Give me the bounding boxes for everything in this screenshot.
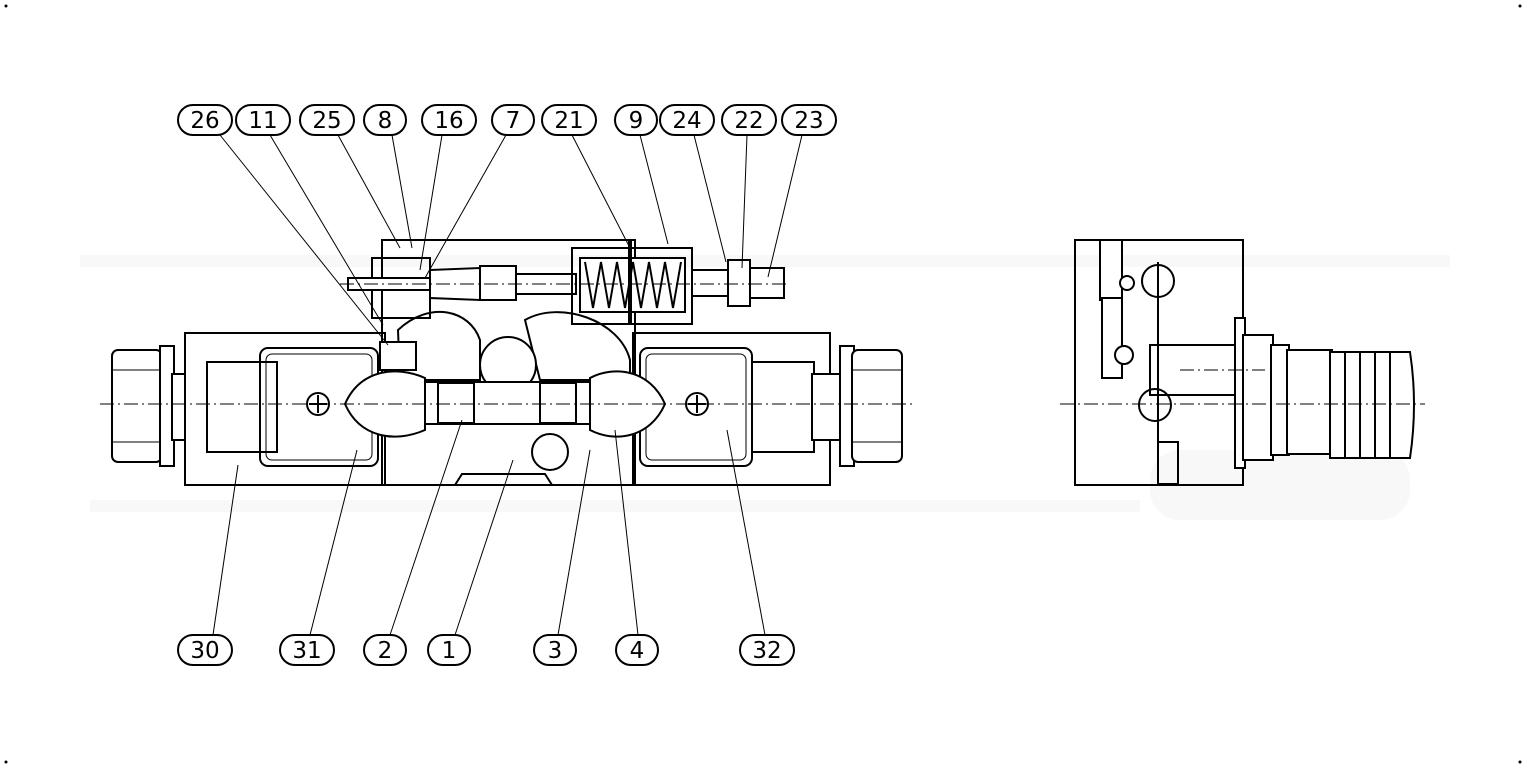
connector-ribs — [1344, 352, 1391, 458]
svg-text:32: 32 — [752, 638, 781, 664]
svg-text:1: 1 — [442, 638, 457, 664]
callout-24: 24 — [659, 104, 715, 136]
svg-text:2: 2 — [378, 638, 393, 664]
corner-marks — [4, 4, 1522, 764]
svg-text:30: 30 — [190, 638, 219, 664]
svg-text:22: 22 — [734, 108, 763, 134]
callout-9: 9 — [614, 104, 658, 136]
valve-side-view — [1060, 239, 1425, 486]
callout-26: 26 — [177, 104, 233, 136]
svg-text:3: 3 — [548, 638, 563, 664]
callout-16: 16 — [421, 104, 477, 136]
callout-32: 32 — [739, 634, 795, 666]
callout-2: 2 — [363, 634, 407, 666]
svg-text:9: 9 — [629, 108, 644, 134]
spring — [584, 261, 682, 309]
svg-text:26: 26 — [190, 108, 219, 134]
svg-text:11: 11 — [248, 108, 277, 134]
callout-3: 3 — [533, 634, 577, 666]
svg-text:8: 8 — [378, 108, 393, 134]
svg-text:7: 7 — [506, 108, 521, 134]
svg-text:4: 4 — [630, 638, 645, 664]
watermark — [80, 255, 1450, 520]
svg-text:25: 25 — [312, 108, 341, 134]
svg-text:31: 31 — [292, 638, 321, 664]
callout-11: 11 — [235, 104, 291, 136]
callout-8: 8 — [363, 104, 407, 136]
callout-23: 23 — [781, 104, 837, 136]
callout-4: 4 — [615, 634, 659, 666]
svg-text:16: 16 — [434, 108, 463, 134]
svg-text:24: 24 — [672, 108, 701, 134]
part-callouts-top: 26 11 25 8 16 7 21 9 24 22 23 — [177, 104, 837, 136]
svg-text:23: 23 — [794, 108, 823, 134]
valve-section-view — [100, 239, 915, 486]
svg-text:21: 21 — [554, 108, 583, 134]
callout-22: 22 — [721, 104, 777, 136]
callout-30: 30 — [177, 634, 233, 666]
leader-lines — [212, 134, 803, 636]
callout-7: 7 — [491, 104, 535, 136]
callout-21: 21 — [541, 104, 597, 136]
callout-31: 31 — [279, 634, 335, 666]
part-callouts-bottom: 30 31 2 1 3 4 32 — [177, 634, 795, 666]
callout-1: 1 — [427, 634, 471, 666]
callout-25: 25 — [299, 104, 355, 136]
